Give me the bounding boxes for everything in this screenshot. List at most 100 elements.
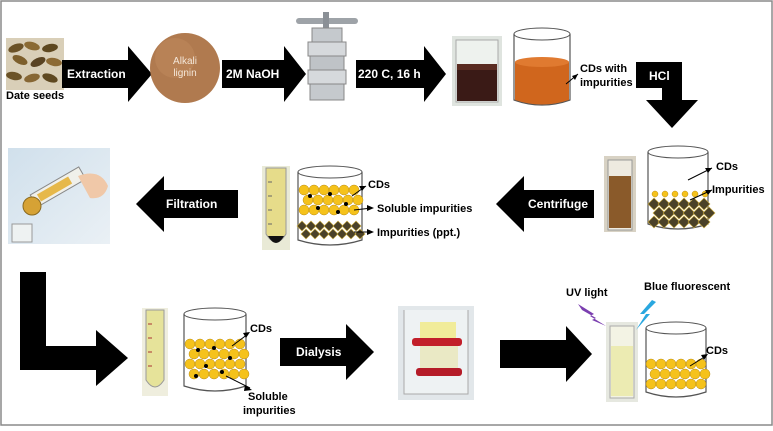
cd-particle bbox=[661, 190, 669, 198]
cd-particle bbox=[332, 194, 344, 206]
impurity-particle bbox=[300, 228, 312, 240]
dialysis-beaker-image bbox=[398, 306, 474, 400]
cd-particle bbox=[348, 184, 360, 196]
cd-particle bbox=[338, 184, 350, 196]
blue-fluorescent-label: Blue fluorescent bbox=[644, 281, 731, 293]
soluble-impurity-dot bbox=[220, 370, 224, 374]
filtration-arrow: Filtration bbox=[136, 176, 238, 232]
filtration-label: Filtration bbox=[166, 197, 217, 211]
impurity-particle bbox=[350, 220, 362, 232]
cd-particle bbox=[214, 358, 226, 370]
impurity-particle bbox=[697, 197, 711, 211]
cd-particle bbox=[208, 348, 220, 360]
autoclave-reactor-image bbox=[296, 12, 358, 101]
soluble-impurity-dot bbox=[308, 194, 312, 198]
cd-particle bbox=[224, 358, 236, 370]
impurities-ppt-label: Impurities (ppt.) bbox=[377, 227, 460, 239]
cd-particle bbox=[218, 368, 230, 380]
impurity-particle bbox=[692, 206, 706, 220]
extraction-label: Extraction bbox=[67, 67, 126, 81]
cd-particle bbox=[218, 348, 230, 360]
soluble-impurity-dot bbox=[194, 374, 198, 378]
impurity-particle bbox=[309, 228, 321, 240]
impurity-particle bbox=[682, 206, 696, 220]
cd-particle bbox=[338, 204, 350, 216]
naoh-label: 2M NaOH bbox=[226, 67, 279, 81]
cd-particle bbox=[655, 358, 667, 370]
cd-particle bbox=[308, 184, 320, 196]
lignin-label-1: Alkali bbox=[173, 56, 197, 67]
cd-particle bbox=[228, 368, 240, 380]
impurity-particle bbox=[652, 206, 666, 220]
cd-particle bbox=[675, 358, 687, 370]
soluble-impurities-label: Soluble impurities bbox=[377, 203, 472, 215]
impurity-particle bbox=[677, 197, 691, 211]
acidified-vial-image bbox=[604, 156, 636, 232]
hcl-label: HCl bbox=[649, 69, 670, 83]
impurity-particle bbox=[672, 206, 686, 220]
centrifuge-tube-image bbox=[262, 166, 290, 250]
cd-particle bbox=[194, 338, 206, 350]
impurity-particle bbox=[305, 220, 317, 232]
impurity-particle bbox=[336, 228, 348, 240]
soluble-impurity-dot bbox=[204, 364, 208, 368]
soluble-impurities-label-2b: impurities bbox=[243, 405, 296, 417]
centrifuge-label: Centrifuge bbox=[528, 197, 588, 211]
impurity-particle bbox=[327, 228, 339, 240]
cd-particle bbox=[298, 204, 310, 216]
l-shaped-arrow bbox=[20, 272, 128, 386]
final-vial-image bbox=[606, 322, 638, 402]
impurity-particle bbox=[647, 215, 661, 229]
cd-particle bbox=[322, 194, 334, 206]
cd-particle bbox=[645, 378, 657, 390]
cds-label-4: CDs bbox=[706, 345, 728, 357]
impurity-particle bbox=[662, 206, 676, 220]
cd-particle bbox=[649, 368, 661, 380]
cd-particle bbox=[318, 184, 330, 196]
impurity-particle bbox=[657, 197, 671, 211]
cd-particle bbox=[665, 358, 677, 370]
soluble-impurity-dot bbox=[336, 210, 340, 214]
cd-particle bbox=[238, 368, 250, 380]
cds-label-1: CDs bbox=[716, 161, 738, 173]
date-seeds-image bbox=[6, 38, 64, 90]
hcl-arrow: HCl bbox=[636, 62, 698, 128]
dark-solution-vial-image bbox=[452, 36, 502, 106]
impurity-particle bbox=[657, 215, 671, 229]
impurity-particle bbox=[318, 228, 330, 240]
cd-particle bbox=[318, 204, 330, 216]
heating-arrow: 220 C, 16 h bbox=[356, 46, 446, 102]
cds-with-impurities-beaker bbox=[513, 27, 579, 106]
alkali-lignin-image: Alkali lignin bbox=[150, 33, 220, 103]
impurity-particle bbox=[323, 220, 335, 232]
cds-with-impurities-label-1: CDs with bbox=[580, 63, 627, 75]
soluble-impurity-dot bbox=[344, 202, 348, 206]
impurity-particle bbox=[296, 220, 308, 232]
cd-particle bbox=[685, 358, 697, 370]
cd-particle bbox=[679, 368, 691, 380]
purified-cds-beaker bbox=[645, 321, 711, 398]
cd-particle bbox=[312, 194, 324, 206]
syringe-filtration-image bbox=[8, 148, 110, 244]
uv-lightning-icon bbox=[578, 304, 606, 326]
cd-particle bbox=[681, 190, 689, 198]
impurity-particle bbox=[341, 220, 353, 232]
cd-particle bbox=[669, 368, 681, 380]
cd-particle bbox=[188, 368, 200, 380]
soluble-impurity-dot bbox=[228, 356, 232, 360]
cd-particle bbox=[352, 194, 364, 206]
cd-particle bbox=[695, 378, 707, 390]
soluble-impurity-dot bbox=[328, 192, 332, 196]
heating-label: 220 C, 16 h bbox=[358, 67, 421, 81]
extraction-arrow: Extraction bbox=[62, 46, 152, 102]
impurity-particle bbox=[697, 215, 711, 229]
soluble-impurities-label-2a: Soluble bbox=[248, 391, 288, 403]
impurity-particle bbox=[667, 215, 681, 229]
impurity-particle bbox=[647, 197, 661, 211]
impurity-particle bbox=[687, 197, 701, 211]
cd-particle bbox=[671, 190, 679, 198]
impurity-particle bbox=[332, 220, 344, 232]
cd-particle bbox=[651, 190, 659, 198]
cds-label-3: CDs bbox=[250, 323, 272, 335]
